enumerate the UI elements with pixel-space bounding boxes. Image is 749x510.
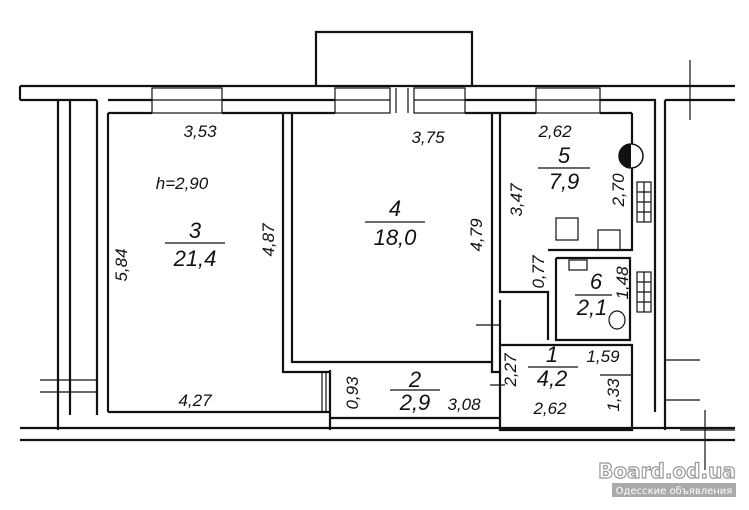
room-area: 2,9 — [399, 390, 431, 415]
dimension-label: 2,70 — [609, 173, 628, 208]
room-1: 1 1,59 4,2 2,62 2,27 1,33 — [501, 342, 623, 418]
room-number: 4 — [389, 196, 401, 221]
dimension-label: 3,75 — [411, 128, 445, 147]
dimension-label: 5,84 — [112, 248, 131, 281]
windows — [151, 87, 601, 114]
room-4: 3,75 4 18,0 4,79 — [374, 128, 486, 252]
washbasin-icon — [568, 259, 588, 271]
dimension-label: 0,77 — [529, 255, 548, 289]
dimension-label: 1,59 — [586, 347, 620, 366]
boiler-fill — [619, 144, 631, 168]
dimension-label: 3,47 — [507, 183, 526, 217]
dimension-label: 4,27 — [178, 391, 212, 410]
room-area: 21,4 — [173, 246, 217, 271]
room-2: 2 2,9 3,08 0,93 — [343, 367, 481, 415]
room-area: 18,0 — [374, 225, 418, 250]
dimension-label: 0,93 — [343, 376, 362, 410]
dimension-label: 2,27 — [501, 353, 520, 388]
balcony — [314, 30, 474, 85]
dimension-label: 2,62 — [537, 122, 572, 141]
exterior-walls — [18, 60, 735, 470]
dimension-label: 3,08 — [447, 395, 481, 414]
room-area: 7,9 — [549, 169, 580, 194]
watermark-logo: Board.od.ua Одесские объявления — [598, 458, 736, 497]
room-number: 3 — [189, 218, 202, 243]
dimension-label: 3,53 — [183, 122, 217, 141]
room-area: 4,2 — [537, 366, 568, 391]
interior-walls — [108, 113, 634, 432]
room-number: 2 — [408, 367, 421, 392]
dimension-label: 4,87 — [259, 223, 278, 257]
dimension-label: 1,33 — [604, 378, 623, 412]
sink-icon — [597, 229, 621, 251]
stove-icon — [555, 217, 579, 241]
dimension-label: 1,48 — [613, 266, 632, 300]
ceiling-height-label: h=2,90 — [156, 174, 209, 193]
fixtures — [555, 143, 652, 330]
area-fraction-bars — [165, 167, 612, 391]
room-5: 2,62 5 7,9 3,47 2,70 0,77 — [507, 122, 628, 289]
room-area: 2,1 — [576, 295, 608, 320]
room-6: 6 2,1 1,48 — [576, 266, 632, 320]
toilet-icon — [608, 310, 626, 330]
room-number: 1 — [546, 342, 558, 367]
dimension-label: 4,79 — [467, 218, 486, 252]
dimension-label: 2,62 — [532, 399, 567, 418]
room-number: 5 — [558, 143, 571, 168]
watermark-title: Board.od.ua — [598, 459, 736, 483]
room-3: 3,53 h=2,90 3 21,4 5,84 4,87 4,27 — [112, 122, 278, 410]
watermark-subtitle: Одесские объявления — [616, 486, 733, 497]
room-number: 6 — [590, 269, 603, 294]
